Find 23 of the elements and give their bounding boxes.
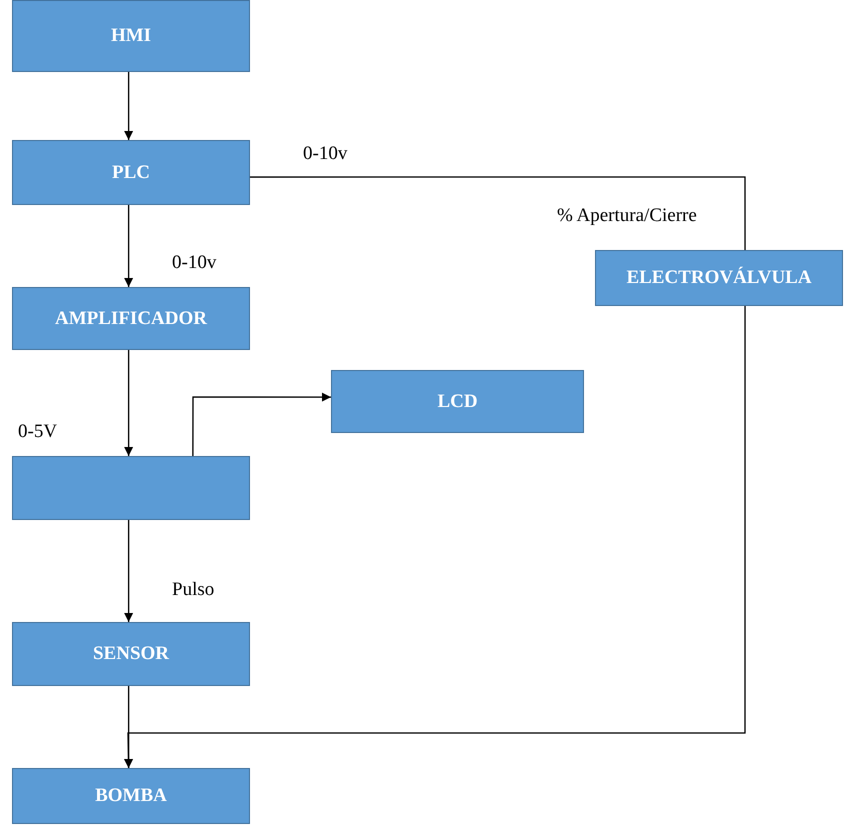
box-label: ELECTROVÁLVULA [626, 267, 812, 289]
box-label: LCD [437, 390, 478, 412]
arrow [124, 520, 134, 622]
arrow [124, 205, 134, 287]
process-box [12, 140, 250, 205]
process-box [12, 622, 250, 686]
process-box [331, 370, 584, 433]
box-label: PLC [112, 162, 150, 184]
process-box [595, 250, 843, 306]
process-box [12, 456, 250, 520]
box-label: HMI [110, 25, 152, 47]
signal-label: % Apertura/Cierre [557, 205, 697, 227]
box-label: AMPLIFICADOR [55, 308, 207, 330]
process-box [12, 768, 250, 824]
arrow [124, 350, 134, 456]
arrow [124, 72, 134, 140]
arrow [124, 306, 746, 768]
box-label: BOMBA [95, 785, 167, 807]
process-box [12, 0, 250, 72]
box-label: SENSOR [92, 643, 170, 665]
connector-line [250, 176, 746, 250]
process-box [12, 287, 250, 350]
arrow [192, 392, 331, 456]
